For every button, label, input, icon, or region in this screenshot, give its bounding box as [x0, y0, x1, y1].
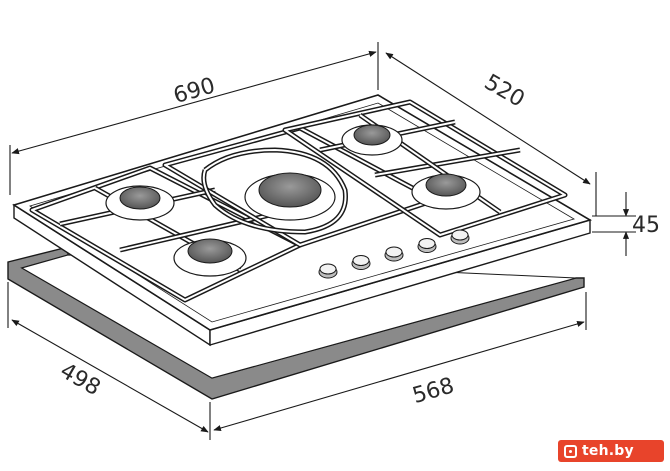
watermark-text: teh.by	[582, 443, 634, 459]
dimension-depth-top: 520	[480, 70, 529, 113]
control-knob	[384, 246, 404, 262]
burner-rear-left	[105, 185, 175, 221]
burner-center-wok	[244, 172, 336, 221]
control-knob	[417, 238, 437, 253]
watermark-badge: teh.by	[558, 440, 664, 462]
dimension-lines	[7, 42, 636, 440]
control-knob	[318, 263, 338, 279]
control-knob	[450, 229, 470, 245]
burner-front-left	[173, 238, 247, 277]
burner-rear-right	[341, 124, 403, 156]
dimension-height: 45	[632, 213, 660, 238]
control-knob	[351, 255, 371, 270]
control-knobs	[318, 229, 470, 279]
dimension-width-top: 690	[171, 73, 218, 109]
camera-icon	[564, 444, 577, 458]
burner-front-right	[411, 173, 481, 210]
dimension-cutout-depth: 498	[56, 358, 105, 401]
dimension-cutout-width: 568	[410, 373, 457, 409]
